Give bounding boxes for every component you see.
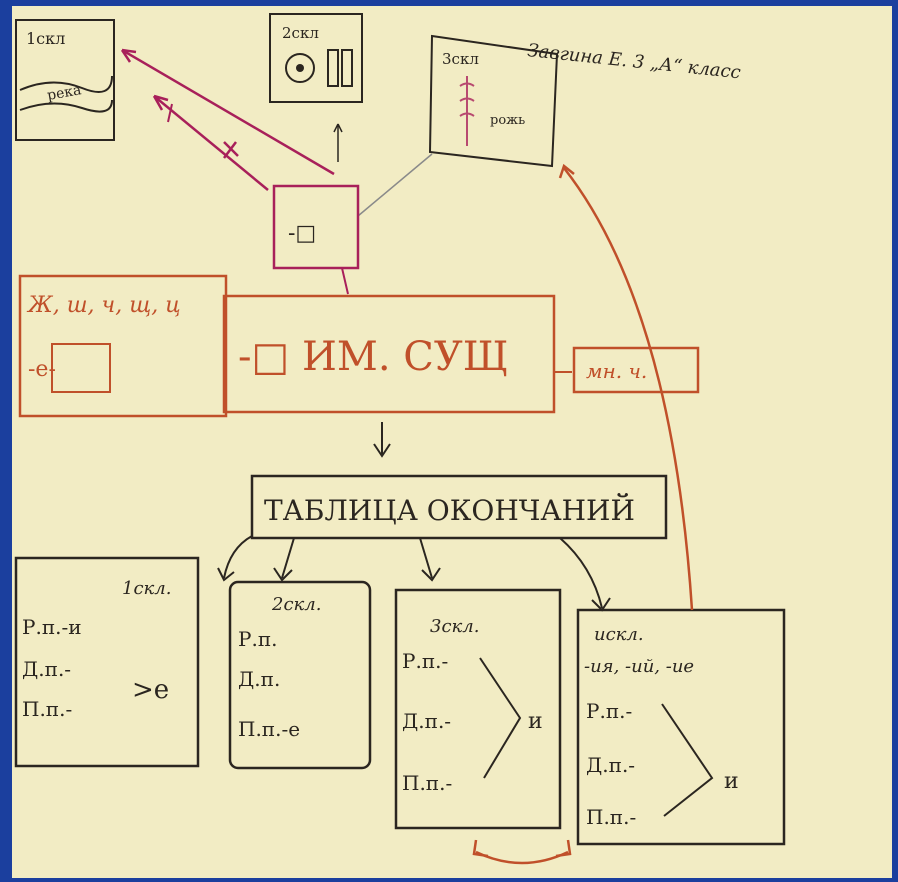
diagram-canvas: Завгина Е. 3 „А“ класс 1скл река 2скл 3с… bbox=[12, 6, 892, 878]
first-declension-title: 1скл bbox=[26, 29, 65, 48]
first-table-ending: >е bbox=[132, 675, 169, 705]
third-table-merge-arrow bbox=[480, 658, 520, 778]
third-declension-table: 3скл. Р.п.- Д.п.- П.п.- и bbox=[396, 590, 560, 828]
arrow-to-third-declension bbox=[358, 154, 432, 216]
rye-icon bbox=[460, 76, 474, 146]
exception-merge-arrow bbox=[662, 704, 712, 816]
hissing-ending: -е- bbox=[28, 357, 56, 382]
exception-table: искл. -ия, -ий, -ие Р.п.- Д.п.- П.п.- и bbox=[578, 610, 784, 844]
first-declension-word: река bbox=[46, 82, 83, 104]
endings-table-header: ТАБЛИЦА ОКОНЧАНИЙ bbox=[252, 476, 666, 538]
noun-box-label: -□ ИМ. СУЩ bbox=[238, 334, 508, 380]
third-declension-word: рожь bbox=[490, 113, 525, 128]
exception-to-third-declension-arrow bbox=[564, 168, 692, 610]
second-table-title: 2скл. bbox=[271, 594, 321, 615]
first-table-row: П.п.- bbox=[22, 697, 72, 721]
exception-table-row: Д.п.- bbox=[586, 753, 635, 777]
first-table-title: 1скл. bbox=[122, 578, 171, 599]
hissing-letters-box: Ж, ш, ч, щ, ц -е- bbox=[20, 276, 226, 416]
second-declension-table: 2скл. Р.п. Д.п. П.п.-е bbox=[230, 582, 370, 768]
first-table-row: Д.п.- bbox=[22, 657, 71, 681]
plural-box: мн. ч. bbox=[574, 348, 698, 392]
exception-table-row: П.п.- bbox=[586, 805, 636, 829]
third-table-row: Д.п.- bbox=[402, 709, 451, 733]
river-bank-icon bbox=[20, 100, 112, 112]
third-table-row: П.п.- bbox=[402, 771, 452, 795]
second-declension-title: 2скл bbox=[282, 24, 319, 42]
third-table-row: Р.п.- bbox=[402, 649, 448, 673]
hissing-letters: Ж, ш, ч, щ, ц bbox=[26, 293, 181, 318]
second-declension-box: 2скл bbox=[270, 14, 362, 102]
exception-table-ending: и bbox=[724, 769, 739, 794]
noun-box: -□ ИМ. СУЩ bbox=[224, 296, 554, 412]
first-table-row: Р.п.-и bbox=[22, 615, 82, 639]
exception-table-row: Р.п.- bbox=[586, 699, 632, 723]
second-table-row: П.п.-е bbox=[238, 717, 300, 741]
third-table-ending: и bbox=[528, 709, 543, 734]
ending-box: -□ bbox=[274, 186, 358, 268]
paper-sheet: Завгина Е. 3 „А“ класс 1скл река 2скл 3с… bbox=[12, 6, 892, 878]
ending-box-label: -□ bbox=[288, 221, 316, 246]
third-table-title: 3скл. bbox=[430, 616, 479, 637]
third-declension-title: 3скл bbox=[442, 50, 479, 68]
second-table-row: Д.п. bbox=[238, 667, 280, 691]
author-caption: Завгина Е. 3 „А“ класс bbox=[526, 40, 741, 83]
exception-table-title: искл. bbox=[594, 624, 644, 645]
endings-table-title: ТАБЛИЦА ОКОНЧАНИЙ bbox=[264, 493, 635, 527]
double-headed-arrow bbox=[476, 852, 568, 863]
second-table-row: Р.п. bbox=[238, 627, 278, 651]
first-declension-box: 1скл река bbox=[16, 20, 114, 140]
first-declension-table: 1скл. Р.п.-и Д.п.- П.п.- >е bbox=[16, 558, 198, 766]
plural-label: мн. ч. bbox=[586, 359, 647, 383]
exception-table-subtitle: -ия, -ий, -ие bbox=[584, 656, 694, 677]
house-icon bbox=[328, 50, 338, 86]
